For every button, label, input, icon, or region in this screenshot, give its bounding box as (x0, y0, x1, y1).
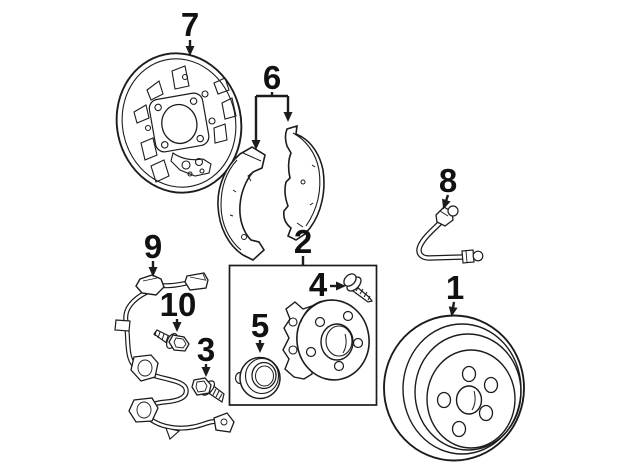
callout-arrow-8 (442, 194, 451, 210)
harness-connector-bottom (213, 412, 235, 433)
drum-center-hole (455, 385, 483, 415)
backing-plate-cutouts (133, 65, 237, 183)
callout-label-1[interactable]: 1 (446, 269, 464, 306)
callout-arrows (148, 40, 458, 377)
brake-drum (383, 314, 525, 462)
callout-label-3[interactable]: 3 (197, 331, 215, 368)
drum-lug-hole (483, 376, 499, 394)
callout-label-10[interactable]: 10 (160, 286, 197, 323)
abs-sensor-harness (114, 272, 235, 440)
harness-tab-bottom (165, 427, 181, 440)
part-2-box (228, 264, 378, 406)
callout-label-5[interactable]: 5 (251, 307, 269, 344)
brake-shoe-left (217, 146, 266, 261)
callout-label-7[interactable]: 7 (181, 6, 199, 43)
backing-plate-anchor-tab (170, 152, 212, 177)
drum-lug-hole (478, 404, 494, 422)
sensor-mount-bolt (153, 329, 190, 352)
callout-bracket-6 (256, 92, 288, 98)
callout-label-9[interactable]: 9 (144, 228, 162, 265)
harness-tab-mid (114, 319, 131, 332)
drum-face (426, 349, 516, 449)
harness-clip-1 (130, 354, 159, 382)
hub-screw (343, 273, 374, 303)
hub-mount-bolt (191, 377, 225, 403)
brake-shoe-right (283, 124, 325, 241)
brake-hose (416, 205, 484, 264)
harness-clip-2 (128, 397, 159, 423)
backing-plate (115, 52, 243, 194)
callout-label-6[interactable]: 6 (263, 59, 281, 96)
hose-fitting-end (461, 249, 475, 264)
hub-center-bore (320, 323, 354, 361)
hub-and-bearing (282, 299, 370, 381)
grease-seal (234, 356, 281, 400)
callout-arrow-1 (448, 301, 458, 317)
drum-lug-hole (451, 420, 467, 438)
callout-label-2[interactable]: 2 (294, 223, 312, 260)
callout-label-4[interactable]: 4 (309, 266, 328, 303)
backing-plate-gasket (148, 92, 210, 153)
drum-lug-hole (436, 391, 452, 409)
callout-label-8[interactable]: 8 (439, 162, 457, 199)
drum-lug-hole (461, 365, 477, 383)
